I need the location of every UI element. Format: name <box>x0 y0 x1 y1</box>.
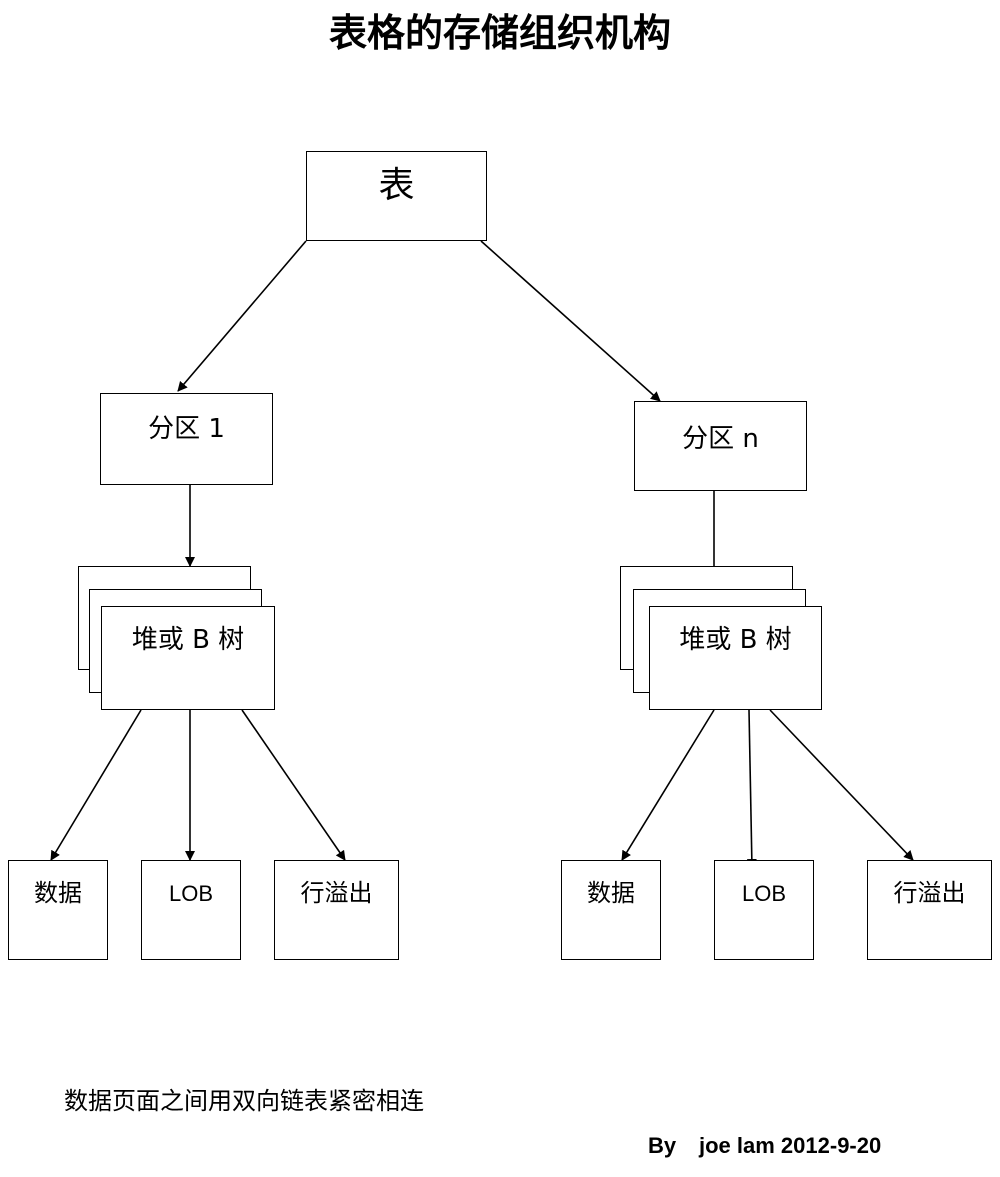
author-by: By <box>648 1133 677 1158</box>
partition-1-node: 分区 1 <box>100 393 273 485</box>
overflow-right-node: 行溢出 <box>867 860 992 960</box>
arrow-heap-right-to-data <box>621 709 715 861</box>
partition-n-node: 分区 n <box>634 401 807 491</box>
table-node-label: 表 <box>378 165 415 206</box>
lob-right-node: LOB <box>714 860 814 960</box>
heap-btree-right-node: 堆或 B 树 <box>649 606 822 710</box>
partition-1-label: 分区 1 <box>148 414 225 444</box>
data-left-node: 数据 <box>8 860 108 960</box>
arrow-heap-right-to-overflow <box>769 709 914 861</box>
heap-btree-left-node: 堆或 B 树 <box>101 606 275 710</box>
overflow-left-label: 行溢出 <box>300 879 373 907</box>
heap-btree-left-label: 堆或 B 树 <box>131 625 245 655</box>
arrow-heap-left-to-overflow <box>241 709 346 861</box>
data-right-node: 数据 <box>561 860 661 960</box>
lob-right-label: LOB <box>741 881 787 906</box>
arrow-heap-right-to-lob <box>746 709 757 869</box>
diagram-title: 表格的存储组织机构 <box>328 10 671 55</box>
footer-note: 数据页面之间用双向链表紧密相连 <box>64 1087 424 1115</box>
arrow-table-to-partition-n <box>480 240 661 402</box>
author-name-date: joe lam 2012-9-20 <box>699 1133 882 1158</box>
table-node: 表 <box>306 151 487 241</box>
overflow-right-label: 行溢出 <box>893 879 966 907</box>
overflow-left-node: 行溢出 <box>274 860 399 960</box>
partition-n-label: 分区 n <box>682 424 759 454</box>
arrow-heap-left-to-data <box>50 709 142 861</box>
data-left-label: 数据 <box>34 879 82 907</box>
heap-btree-right-label: 堆或 B 树 <box>679 625 792 655</box>
lob-left-label: LOB <box>168 881 214 906</box>
data-right-label: 数据 <box>587 879 635 907</box>
arrow-table-to-partition-1 <box>177 240 307 392</box>
lob-left-node: LOB <box>141 860 241 960</box>
